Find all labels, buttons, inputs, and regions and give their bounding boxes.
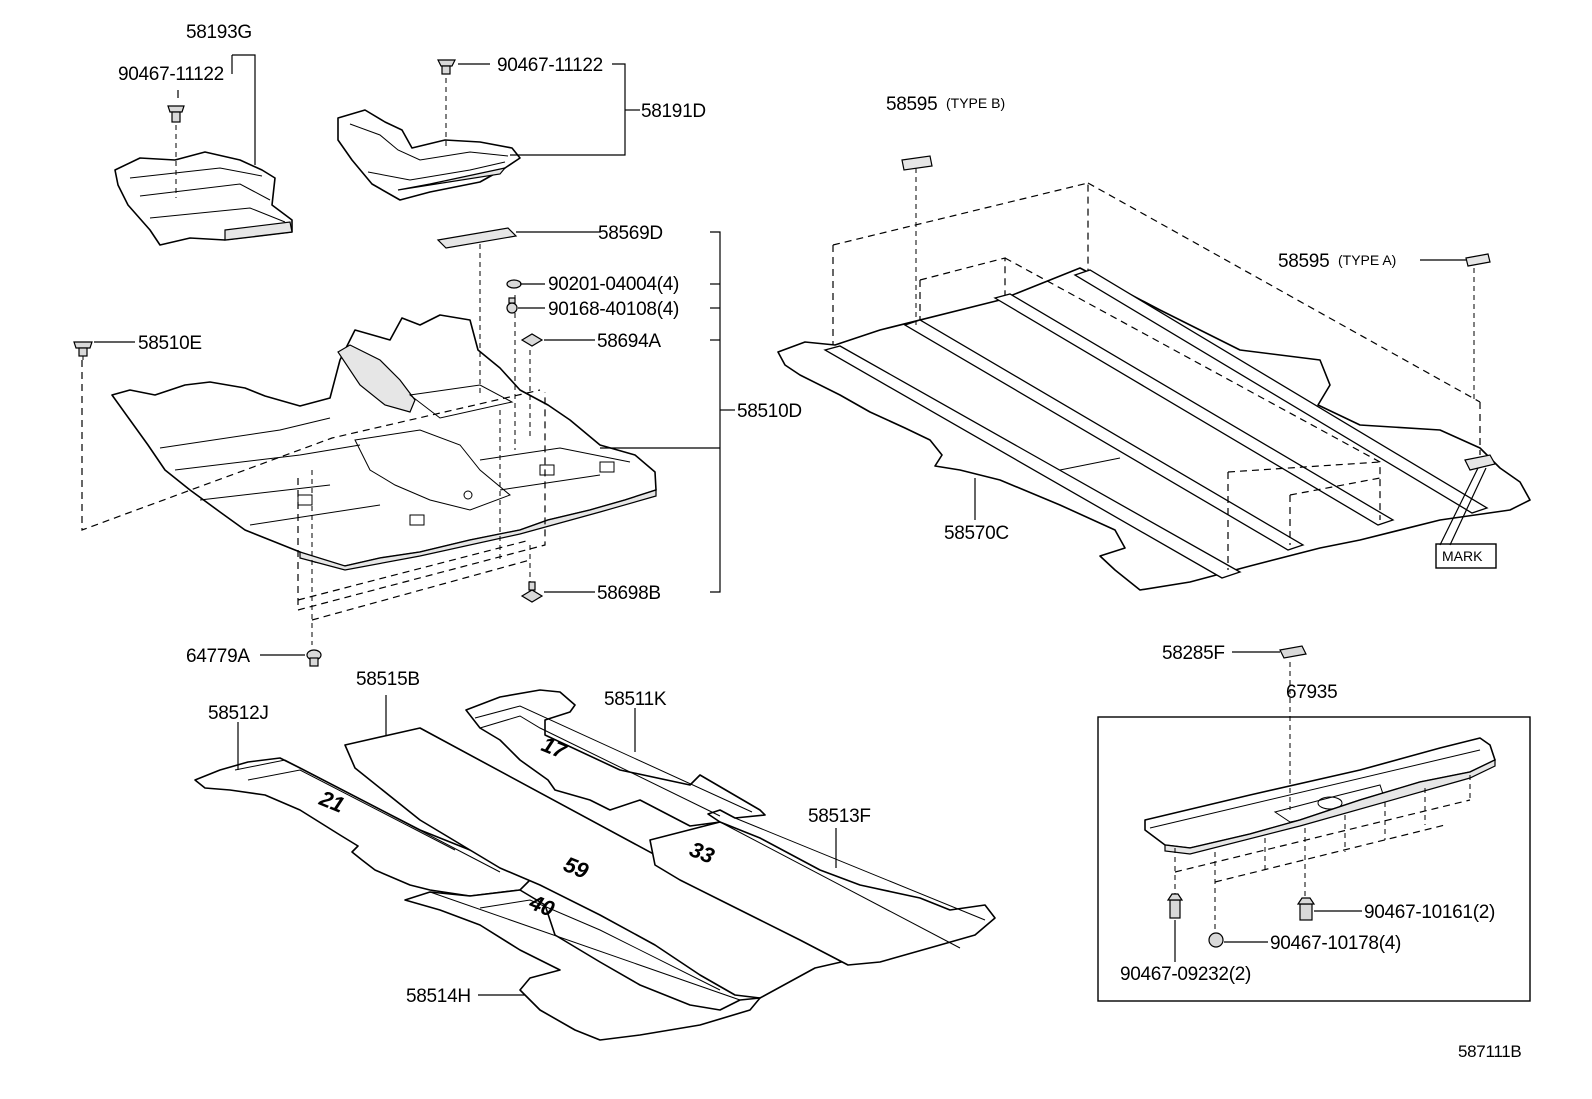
- label-58285f: 58285F: [1162, 643, 1225, 664]
- clip-58698b: [520, 581, 544, 603]
- part-58595-type-b: [901, 155, 933, 171]
- fastener-90168-40108: [506, 297, 518, 314]
- label-58193g: 58193G: [186, 22, 252, 43]
- mark-box: [1435, 543, 1497, 569]
- label-58512j: 58512J: [208, 703, 269, 724]
- label-90467-11122-right: 90467-11122: [497, 55, 603, 76]
- fastener-90201-04004: [506, 279, 522, 289]
- label-90467-11122-left: 90467-11122: [118, 64, 224, 85]
- label-58191d: 58191D: [641, 101, 706, 122]
- label-67935: 67935: [1286, 682, 1337, 703]
- label-90168-40108: 90168-40108(4): [548, 299, 679, 320]
- clip-58285f: [1279, 645, 1307, 659]
- label-58595-type-b: 58595: [886, 94, 937, 115]
- part-58570c-rear-carpet: [777, 267, 1531, 591]
- clip-90467-11122-right: [437, 59, 456, 75]
- part-58510d-front-carpet: [111, 314, 657, 571]
- part-58595-type-a: [1465, 253, 1491, 267]
- label-58569d: 58569D: [598, 223, 663, 244]
- part-58191d-cover: [337, 109, 521, 201]
- clip-58510e: [73, 341, 93, 357]
- label-58514h: 58514H: [406, 986, 471, 1007]
- box-67935: [1097, 716, 1531, 1002]
- label-58570c: 58570C: [944, 523, 1009, 544]
- label-58515b: 58515B: [356, 669, 420, 690]
- clip-58694a: [520, 333, 544, 347]
- label-90467-10161: 90467-10161(2): [1364, 902, 1495, 923]
- label-58595-type-a: 58595: [1278, 251, 1329, 272]
- part-67935-scuff-plate: [1144, 737, 1496, 855]
- part-58512j-mat: [194, 757, 531, 897]
- clip-90467-11122-left: [167, 105, 185, 123]
- label-58513f: 58513F: [808, 806, 871, 827]
- screw-90467-10178: [1208, 932, 1224, 948]
- screw-90467-09232: [1166, 893, 1184, 919]
- part-58514h-mat: [404, 889, 761, 1041]
- part-58513f-mat: [649, 817, 996, 966]
- label-90467-10178: 90467-10178(4): [1270, 933, 1401, 954]
- label-58510e: 58510E: [138, 333, 202, 354]
- clip-64779a: [306, 649, 322, 667]
- label-90201-04004: 90201-04004(4): [548, 274, 679, 295]
- label-64779a: 64779A: [186, 646, 250, 667]
- label-58511k: 58511K: [604, 689, 667, 710]
- label-58510d: 58510D: [737, 401, 802, 422]
- label-58694a: 58694A: [597, 331, 661, 352]
- part-58193g-cover: [114, 151, 293, 246]
- part-58569d-pad: [436, 227, 518, 249]
- label-90467-09232: 90467-09232(2): [1120, 964, 1251, 985]
- label-58595-type-b-suffix: (TYPE B): [946, 95, 1005, 111]
- screw-90467-10161: [1296, 897, 1316, 921]
- label-58698b: 58698B: [597, 583, 661, 604]
- label-58595-type-a-suffix: (TYPE A): [1338, 252, 1396, 268]
- figure-id: 587111B: [1458, 1042, 1521, 1061]
- label-mark: MARK: [1442, 548, 1483, 564]
